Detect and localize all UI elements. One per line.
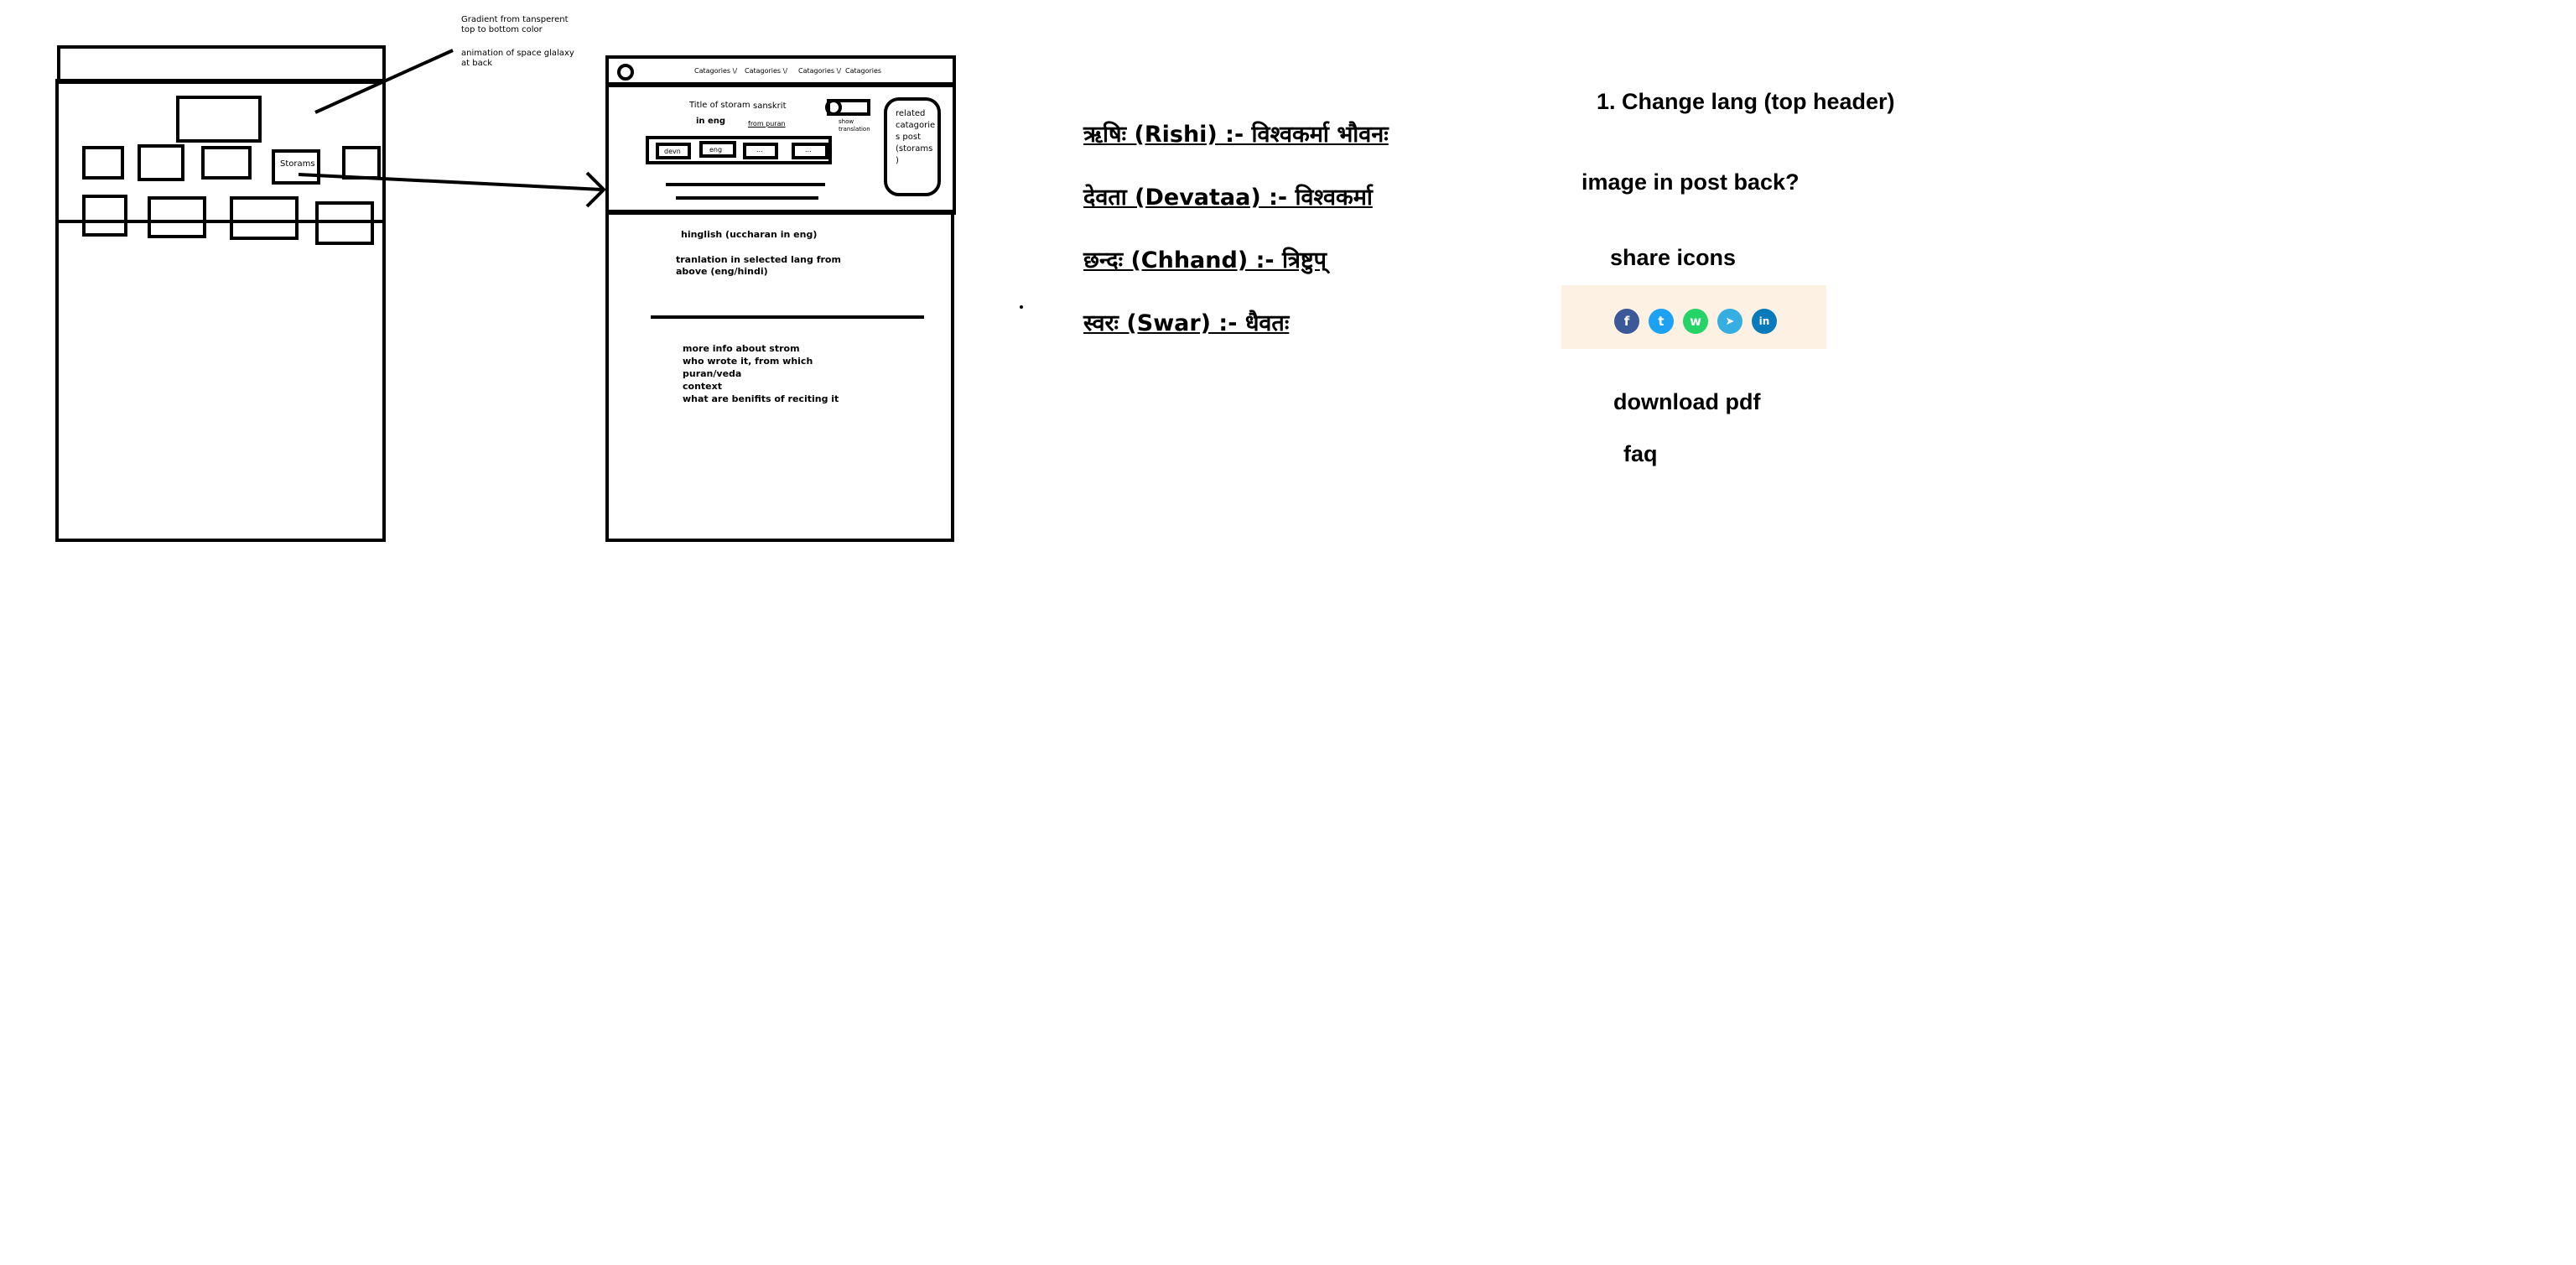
home-card — [148, 196, 206, 238]
more-info-line: more info about strom — [683, 343, 800, 354]
hinglish-note: hinglish (uccharan in eng) — [681, 229, 818, 240]
note-faq: faq — [1623, 441, 1658, 466]
nav-item: Catagories \/ — [745, 67, 788, 75]
translation-note: tranlation in selected lang from — [676, 254, 841, 265]
more-info-line: what are benifits of reciting it — [683, 393, 839, 404]
lang-button-label: ... — [805, 146, 812, 154]
post-logo-circle — [617, 64, 634, 81]
annotation-text: animation of space glalaxy — [461, 49, 574, 58]
post-body-frame — [605, 210, 954, 542]
lang-button-label: eng — [709, 146, 723, 154]
nav-item: Catagories — [845, 67, 882, 75]
toggle-label: show — [839, 118, 854, 125]
more-info-line: puran/veda — [683, 368, 742, 379]
post-from-puran: from puran — [748, 120, 786, 128]
annotation-text: top to bottom color — [461, 25, 543, 34]
lang-button — [743, 143, 778, 159]
lang-button — [699, 141, 736, 158]
note-download-pdf: download pdf — [1613, 389, 1761, 414]
annotation-pointer-line — [314, 49, 454, 114]
home-card — [138, 144, 184, 181]
lang-button-bar — [646, 136, 832, 164]
related-text: ) — [896, 156, 899, 165]
home-card — [342, 146, 381, 180]
home-page-frame — [55, 79, 386, 542]
home-header-box — [57, 45, 386, 84]
toggle-outline — [827, 99, 870, 116]
home-hero-box — [176, 96, 262, 143]
facebook-icon[interactable]: f — [1614, 309, 1639, 334]
more-info-line: context — [683, 381, 722, 392]
note-image-back: image in post back? — [1581, 169, 1800, 195]
lang-button — [656, 143, 691, 159]
lang-button — [792, 143, 828, 159]
note-change-lang: 1. Change lang (top header) — [1597, 89, 1895, 114]
whatsapp-icon[interactable]: w — [1683, 309, 1708, 334]
annotation-text: Gradient from tansperent — [461, 15, 569, 24]
lang-button-label: devn — [664, 148, 681, 155]
stray-dot — [1020, 305, 1023, 309]
related-text: (storams — [896, 144, 933, 154]
home-card — [201, 146, 252, 180]
connector-arrow-head — [585, 171, 606, 208]
related-text: related — [896, 109, 926, 118]
post-title-eng: in eng — [696, 117, 726, 126]
chhand-line: छन्दः (Chhand) :- त्रिष्टुप् — [1083, 247, 1327, 273]
related-text: s post — [896, 133, 921, 142]
swar-line: स्वरः (Swar) :- धैवतः — [1083, 310, 1290, 336]
telegram-icon[interactable]: ➤ — [1717, 309, 1742, 334]
connector-arrow-line — [298, 173, 603, 191]
translation-note: above (eng/hindi) — [676, 266, 768, 277]
storams-box-label: Storams — [280, 159, 315, 169]
home-card — [315, 201, 374, 245]
home-card — [230, 196, 299, 240]
lang-button-label: ... — [756, 146, 763, 154]
toggle-label: translation — [839, 126, 870, 133]
toggle-knob — [825, 99, 842, 116]
annotation-text: at back — [461, 59, 492, 68]
post-title-label: Title of storam — [689, 101, 750, 110]
more-info-line: who wrote it, from which — [683, 356, 813, 367]
nav-item: Catagories \/ — [694, 67, 738, 75]
home-card — [82, 195, 127, 237]
related-text: catagorie — [896, 121, 936, 130]
devataa-line: देवता (Devataa) :- विश्वकर्मा — [1083, 185, 1373, 211]
related-posts-box — [884, 97, 941, 196]
twitter-icon[interactable]: t — [1649, 309, 1674, 334]
linkedin-icon[interactable]: in — [1752, 309, 1777, 334]
note-share-icons: share icons — [1610, 245, 1737, 270]
rishi-line: ऋषिः (Rishi) :- विश्वकर्मा भौवनः — [1083, 122, 1389, 148]
post-title-sanskrit: sanskrit — [753, 102, 787, 111]
home-card — [82, 146, 124, 180]
home-card-storams — [272, 149, 320, 185]
nav-item: Catagories \/ — [798, 67, 842, 75]
